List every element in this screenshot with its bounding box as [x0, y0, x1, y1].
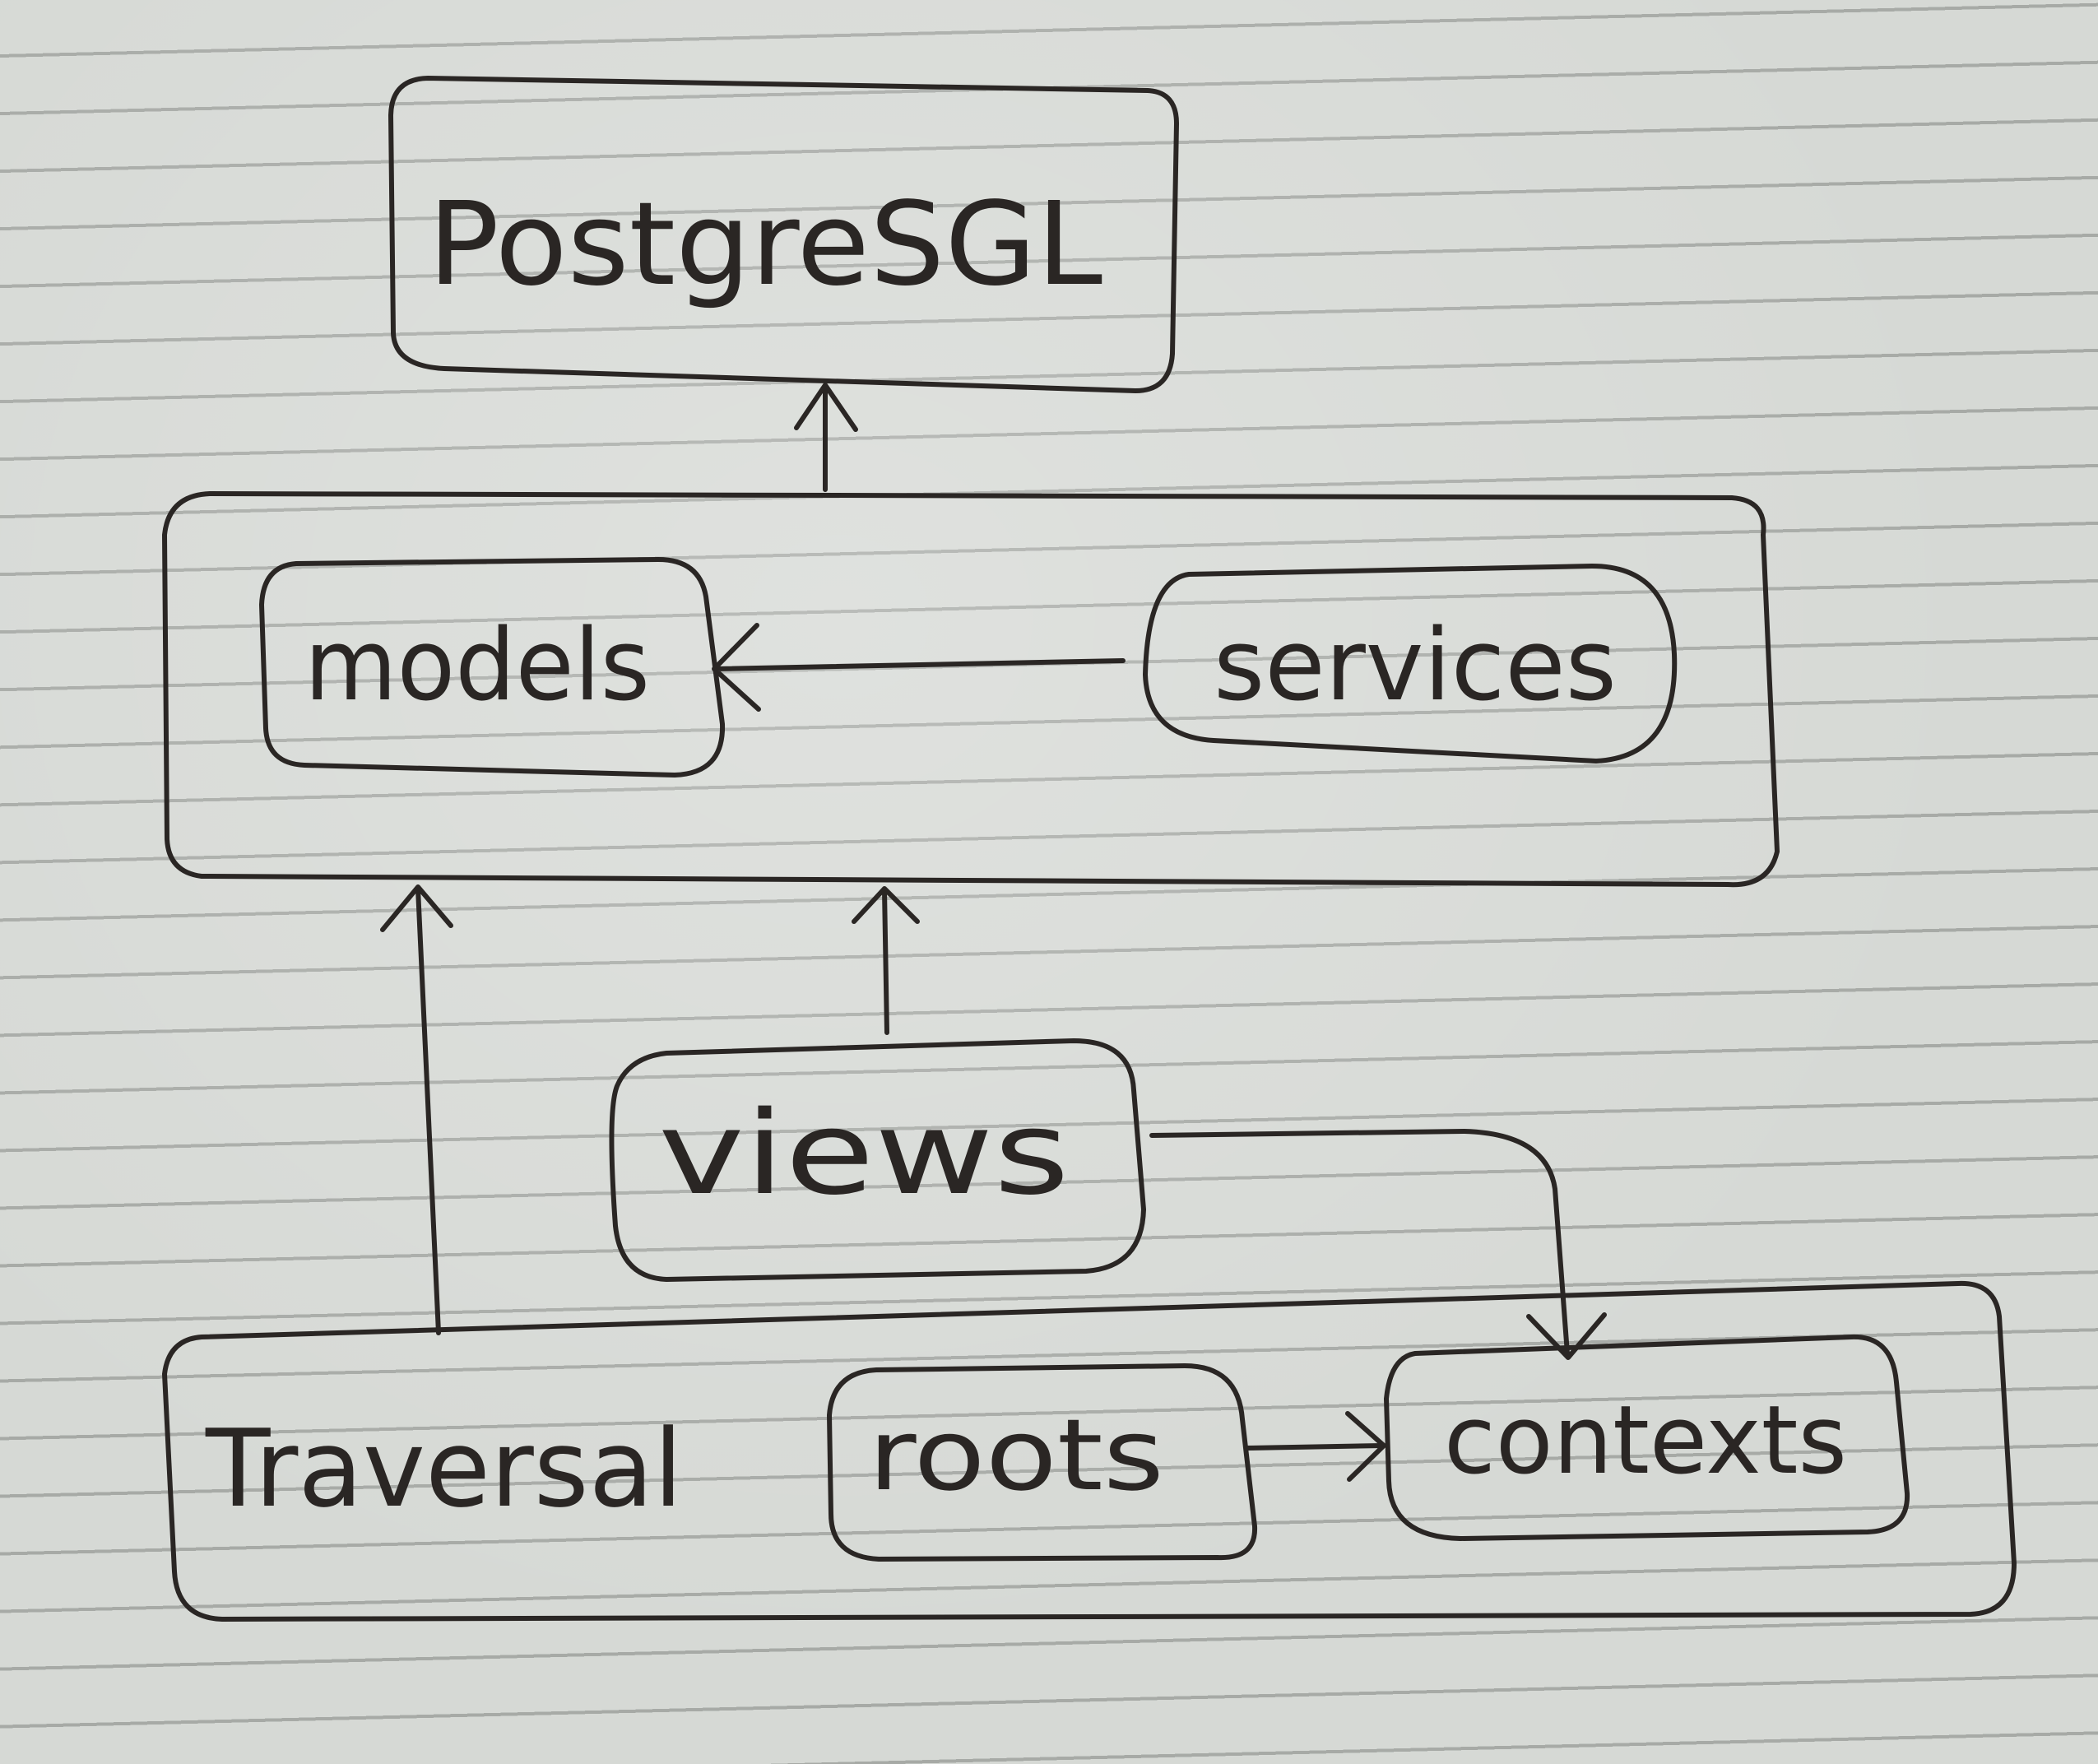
contexts-box: [1384, 1334, 1910, 1541]
models-box: [259, 557, 726, 778]
roots-label: roots: [868, 1399, 1164, 1513]
contexts-label: contexts: [1444, 1386, 1847, 1496]
arrow-views-to-contexts: [1149, 1129, 1607, 1360]
views-label: views: [658, 1087, 1070, 1221]
services-label: services: [1214, 609, 1617, 723]
services-box: [1143, 564, 1678, 764]
arrow-views-to-app: [852, 886, 920, 1035]
roots-box: [827, 1363, 1258, 1562]
arrow-traversal-to-app: [380, 884, 453, 1335]
arrow-app-to-postgresql: [794, 383, 858, 492]
traversal-container: [162, 1280, 2017, 1622]
arrow-services-to-models: [712, 623, 1126, 712]
app-layer-container: [162, 491, 1780, 888]
traversal-label: Traversal: [205, 1406, 683, 1531]
models-label: models: [304, 609, 650, 723]
views-box: [609, 1038, 1146, 1282]
arrow-roots-to-contexts: [1244, 1411, 1386, 1482]
postgresql-box: [388, 76, 1179, 393]
postgresql-label: PostgreSGL: [428, 178, 1102, 312]
